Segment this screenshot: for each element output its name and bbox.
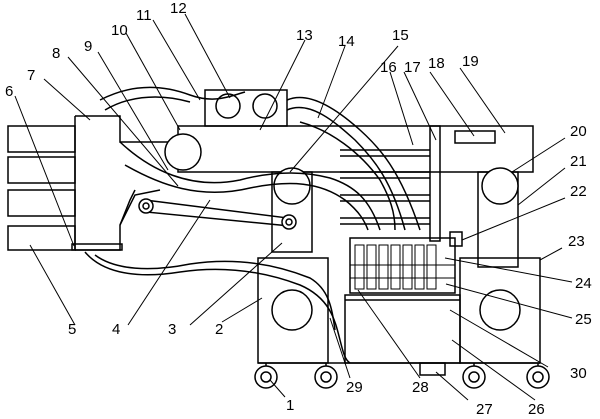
label-2: 2 xyxy=(215,321,223,338)
label-5: 5 xyxy=(68,321,76,338)
finger-3 xyxy=(7,189,76,217)
palm-block xyxy=(75,115,175,251)
label-18: 18 xyxy=(428,55,445,72)
label-20: 20 xyxy=(570,123,587,140)
motor-block-12 xyxy=(204,89,288,127)
label-11: 11 xyxy=(136,7,152,24)
finger-1 xyxy=(7,125,76,153)
label-10: 10 xyxy=(111,22,128,39)
wheel-1-left xyxy=(254,365,278,389)
hinge-plate xyxy=(71,243,123,251)
label-4: 4 xyxy=(112,321,120,338)
upper-frame xyxy=(177,125,534,173)
wheel-26-left xyxy=(462,365,486,389)
guide-17 xyxy=(429,125,441,242)
wheel-hub-23 xyxy=(479,289,521,331)
linkage-4 xyxy=(119,189,297,230)
label-25: 25 xyxy=(575,311,592,328)
label-14: 14 xyxy=(338,33,355,50)
pulley-10 xyxy=(164,133,202,171)
wheel-hub-2 xyxy=(271,289,313,331)
label-6: 6 xyxy=(5,83,13,100)
label-30: 30 xyxy=(570,365,587,382)
label-24: 24 xyxy=(575,275,592,292)
pulley-20 xyxy=(481,167,519,205)
label-21: 21 xyxy=(570,153,587,170)
wheel-26-right xyxy=(526,365,550,389)
wheel-1-right xyxy=(314,365,338,389)
label-15: 15 xyxy=(392,27,409,44)
label-1: 1 xyxy=(286,397,294,414)
connector-27 xyxy=(419,362,446,376)
gear-teeth xyxy=(350,244,455,290)
label-29: 29 xyxy=(346,379,363,396)
wheels xyxy=(254,362,550,389)
label-28: 28 xyxy=(412,379,429,396)
label-23: 23 xyxy=(568,233,585,250)
upper-housing xyxy=(164,89,534,242)
label-16: 16 xyxy=(380,59,397,76)
label-26: 26 xyxy=(528,401,545,418)
label-8: 8 xyxy=(52,45,60,62)
label-27: 27 xyxy=(476,401,493,418)
part-labels: 1 2 3 4 5 6 7 8 9 10 11 12 13 14 15 16 1… xyxy=(5,0,592,418)
label-7: 7 xyxy=(27,67,35,84)
label-19: 19 xyxy=(462,53,479,70)
finger-2 xyxy=(7,156,76,184)
label-9: 9 xyxy=(84,38,92,55)
leader-lines xyxy=(14,13,573,401)
gripper-fingers xyxy=(7,125,76,251)
label-3: 3 xyxy=(168,321,176,338)
slot-18 xyxy=(454,130,496,144)
plug-22 xyxy=(449,231,463,247)
label-12: 12 xyxy=(170,0,187,17)
label-22: 22 xyxy=(570,183,587,200)
label-13: 13 xyxy=(296,27,313,44)
finger-4 xyxy=(7,225,76,251)
label-17: 17 xyxy=(404,59,421,76)
cables xyxy=(84,86,421,364)
motor-roller-right xyxy=(252,93,278,119)
